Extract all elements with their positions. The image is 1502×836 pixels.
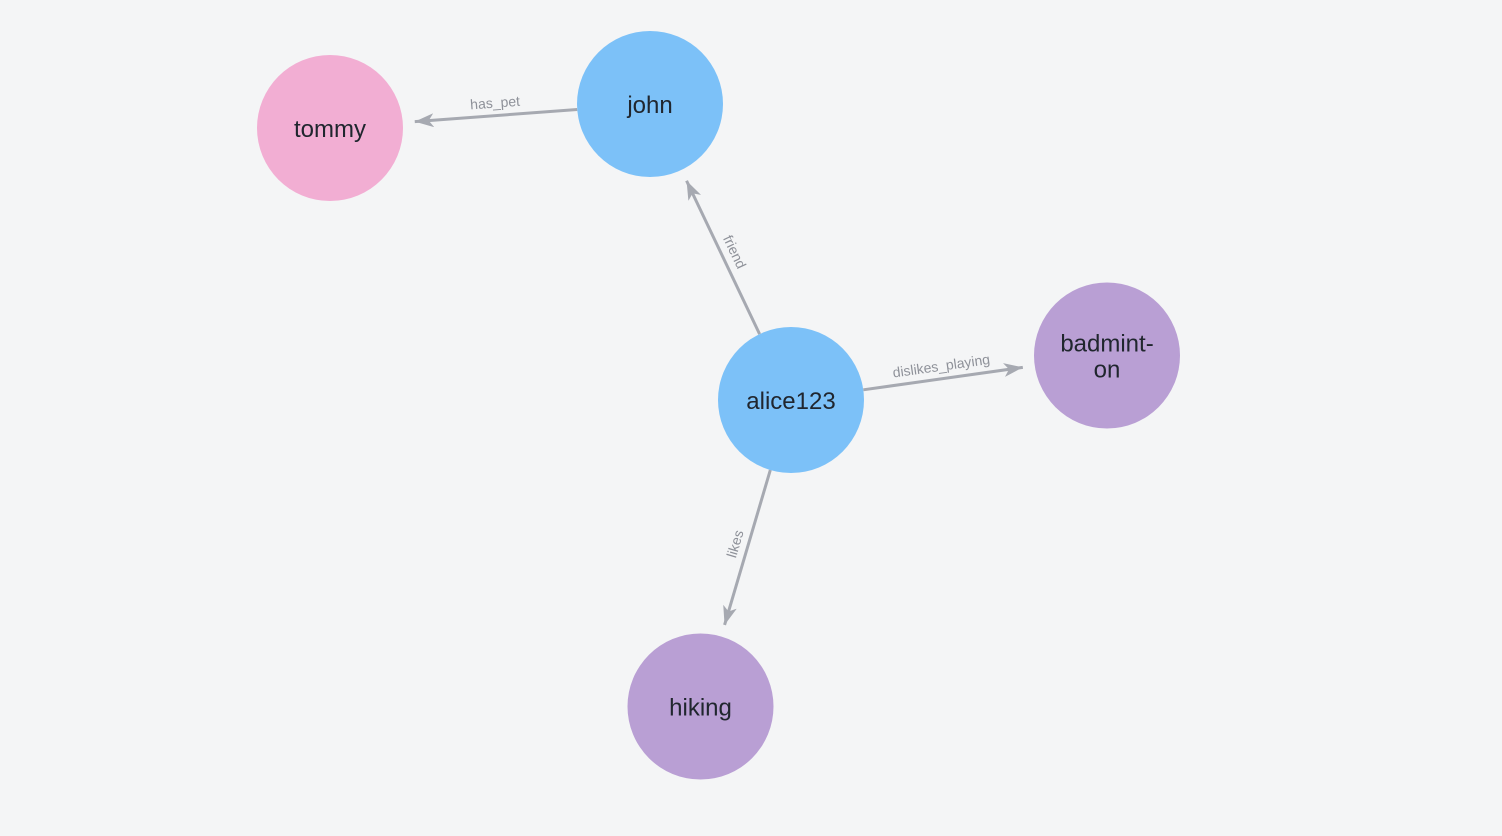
graph-node-badminton[interactable]: badmint-on: [1034, 282, 1180, 429]
graph-node-john[interactable]: john: [577, 31, 723, 177]
node-circle: [257, 55, 403, 201]
graph-node-alice123[interactable]: alice123: [718, 327, 864, 473]
edge-label: has_pet: [470, 93, 521, 113]
node-circle: [577, 31, 723, 177]
edge-line: [863, 363, 1024, 392]
edge-label: likes: [723, 528, 746, 559]
node-circle: [627, 633, 774, 780]
edge-label: friend: [720, 233, 750, 272]
graph-node-hiking[interactable]: hiking: [627, 633, 774, 780]
edge-line: [685, 180, 761, 335]
graph-node-tommy[interactable]: tommy: [257, 55, 403, 201]
node-circle: [1034, 282, 1180, 429]
graph-edge-has_pet[interactable]: has_pet: [414, 93, 578, 128]
graph-edge-friend[interactable]: friend: [685, 180, 761, 335]
graph-edge-likes[interactable]: likes: [723, 469, 772, 626]
edge-line: [414, 107, 578, 128]
edge-line: [723, 469, 772, 626]
edge-label: dislikes_playing: [892, 351, 991, 381]
graph-edge-dislikes_playing[interactable]: dislikes_playing: [863, 351, 1024, 392]
node-circle: [718, 327, 864, 473]
